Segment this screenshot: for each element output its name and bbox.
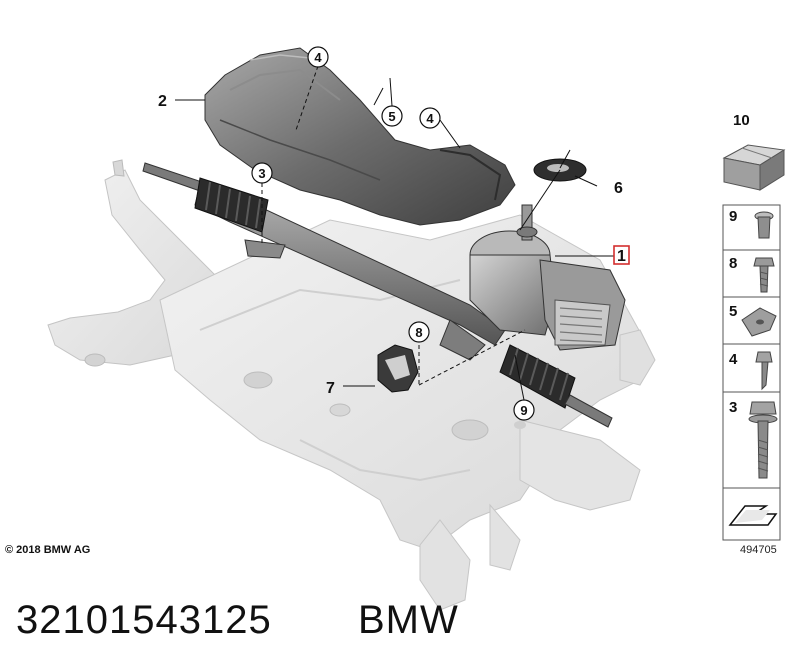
left-bellows-boot bbox=[194, 177, 269, 233]
callout-label: 9 bbox=[520, 403, 527, 418]
callout-1: 1 bbox=[613, 245, 630, 265]
legend-item-9: 9 bbox=[729, 208, 774, 239]
callout-8: 8 bbox=[408, 321, 430, 343]
right-bellows-boot bbox=[499, 344, 576, 409]
callout-9: 9 bbox=[513, 399, 535, 421]
legend-number: 4 bbox=[729, 351, 738, 368]
callout-label: 3 bbox=[258, 166, 265, 181]
legend-item-5: 5 bbox=[729, 303, 777, 337]
copyright-text: © 2018 BMW AG bbox=[5, 544, 90, 556]
callout-2: 2 bbox=[158, 93, 167, 110]
electric-steering-motor bbox=[469, 204, 626, 351]
callout-label: 6 bbox=[614, 180, 623, 197]
callout-label: 8 bbox=[415, 325, 422, 340]
part-number: 32101543125 bbox=[16, 598, 272, 642]
legend-item-3: 3 bbox=[729, 399, 778, 479]
image-id: 494705 bbox=[740, 544, 777, 556]
legend-item-10: 10 bbox=[722, 112, 786, 191]
callout-4-right: 4 bbox=[419, 107, 441, 129]
legend-number: 9 bbox=[729, 208, 737, 225]
leader-lines bbox=[175, 65, 614, 401]
arrow-icon bbox=[728, 505, 778, 526]
legend-number: 3 bbox=[729, 399, 737, 416]
callout-label: 2 bbox=[158, 93, 167, 110]
parts-legend-panel: 10 9 8 5 4 bbox=[722, 112, 786, 556]
rack-mount-bushing bbox=[377, 344, 419, 393]
callout-6: 6 bbox=[614, 180, 623, 197]
legend-number: 8 bbox=[729, 255, 737, 272]
steering-rack bbox=[142, 162, 626, 428]
callout-label: 4 bbox=[314, 50, 322, 65]
legend-item-4: 4 bbox=[729, 351, 773, 391]
callout-4-top: 4 bbox=[307, 46, 329, 68]
legend-number: 10 bbox=[733, 112, 750, 129]
callout-label: 7 bbox=[326, 380, 335, 397]
legend-number: 5 bbox=[729, 303, 737, 320]
callout-label: 1 bbox=[617, 248, 626, 265]
callout-3: 3 bbox=[251, 162, 273, 184]
callout-label: 5 bbox=[388, 109, 395, 124]
callout-5: 5 bbox=[381, 105, 403, 127]
callout-label: 4 bbox=[426, 111, 434, 126]
legend-item-8: 8 bbox=[729, 255, 775, 293]
callout-7: 7 bbox=[326, 380, 335, 397]
brand-name: BMW bbox=[358, 598, 459, 642]
